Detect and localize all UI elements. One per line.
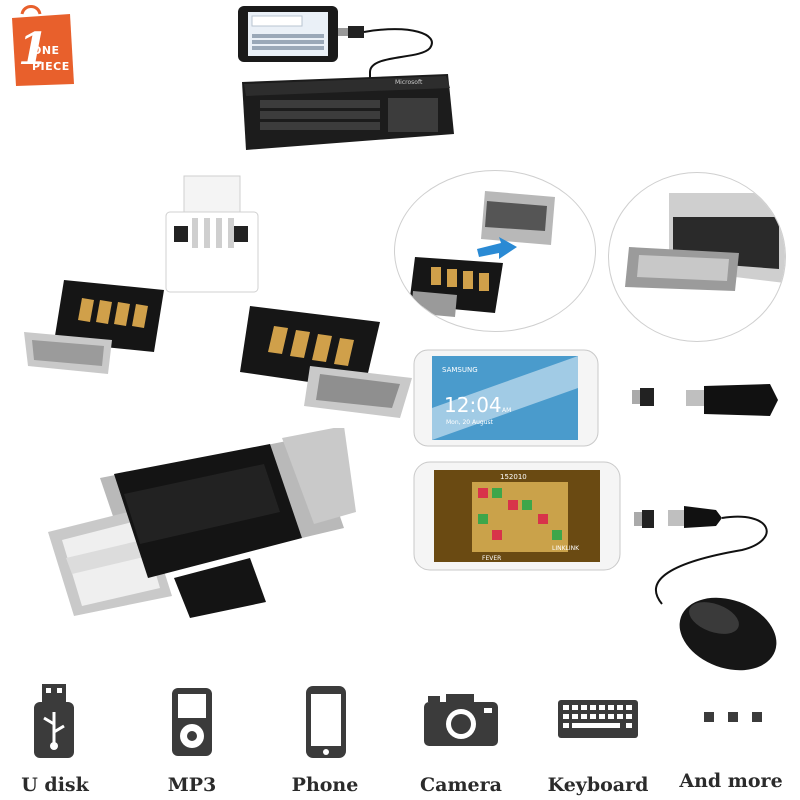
phone-brand: SAMSUNG xyxy=(442,366,478,374)
phone-with-usb: SAMSUNG 12:04 Mon, 20 August AM xyxy=(413,349,599,447)
inserted-adapter-illustration xyxy=(625,193,785,291)
keyboard-icon xyxy=(558,700,638,738)
logo-text-one: ONE xyxy=(32,44,60,57)
white-otg-adapter xyxy=(165,175,259,293)
brand-logo: 1 ONE PIECE xyxy=(8,4,80,88)
phone-date: Mon, 20 August xyxy=(446,419,494,426)
phone-clock: 12:04 xyxy=(444,393,502,417)
game-score: 152010 xyxy=(500,473,527,481)
black-otg-adapter xyxy=(24,280,164,374)
game-badge: LINKLINK xyxy=(552,545,580,552)
caption-keyboard: Keyboard xyxy=(547,774,649,796)
logo-text-piece: PIECE xyxy=(32,60,70,73)
more-dots-icon xyxy=(704,712,762,722)
caption-and-more: And more xyxy=(679,770,783,792)
usb-stick-illustration xyxy=(632,384,778,416)
caption-phone: Phone xyxy=(291,774,359,796)
phone-keyboard-illustration: Microsoft xyxy=(238,6,454,150)
svg-text:1: 1 xyxy=(18,24,49,75)
caption-camera: Camera xyxy=(420,774,502,796)
adapter-closeup-illustration xyxy=(409,191,555,317)
phone-icon xyxy=(306,686,346,758)
mouse-illustration xyxy=(634,506,777,671)
closeup-circle-2 xyxy=(608,172,786,342)
game-bottom: FEVER xyxy=(482,555,501,562)
usb-icon xyxy=(34,684,74,758)
phone-with-game: 152010 LINKLINK FEVER xyxy=(413,461,621,571)
keyboard-brand: Microsoft xyxy=(395,79,423,86)
caption-mp3: MP3 xyxy=(167,774,217,796)
black-otg-adapter-2 xyxy=(240,306,412,418)
shopping-bag-icon: 1 xyxy=(12,5,74,86)
caption-u-disk: U disk xyxy=(21,774,89,796)
camera-icon xyxy=(424,694,498,746)
phone-ampm: AM xyxy=(502,407,511,414)
mp3-player-icon xyxy=(172,688,212,756)
usb-coupler xyxy=(48,428,356,618)
closeup-circle-1 xyxy=(394,170,596,332)
